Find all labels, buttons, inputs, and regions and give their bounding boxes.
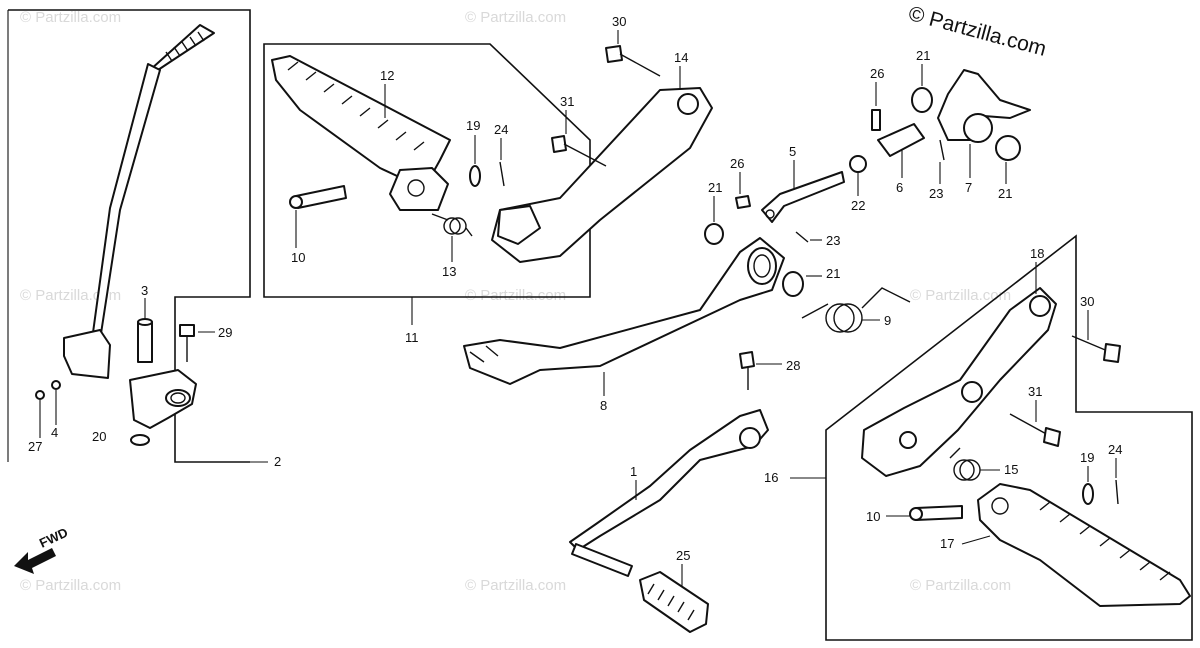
washer-21-brake (704, 223, 804, 297)
bolt-31-left (551, 135, 607, 167)
spring-9 (801, 287, 911, 333)
cotter-23 (795, 139, 945, 243)
callout-21: 21 (708, 180, 722, 195)
bolt-29 (179, 324, 195, 362)
callout-30: 30 (1080, 294, 1094, 309)
callout-3: 3 (141, 283, 148, 298)
callout-18: 18 (1030, 246, 1044, 261)
bolt-28 (739, 351, 755, 390)
step-holder-right (861, 287, 1057, 477)
callout-21: 21 (998, 186, 1012, 201)
bolt-31-right (1009, 413, 1061, 447)
leader-line (961, 535, 991, 545)
callout-25: 25 (676, 548, 690, 563)
group-box-kick-starter (8, 9, 251, 463)
brake-rod-5 (761, 171, 845, 223)
callout-6: 6 (896, 180, 903, 195)
brake-pedal (463, 237, 785, 385)
callout-19: 19 (466, 118, 480, 133)
callout-26: 26 (730, 156, 744, 171)
watermark: © Partzilla.com (910, 577, 1011, 594)
pedal-rubber-25 (639, 571, 709, 633)
callout-9: 9 (884, 313, 891, 328)
callout-29: 29 (218, 325, 232, 340)
pin-26-small (735, 109, 881, 209)
washer-19-right (1082, 483, 1094, 505)
step-holder-left (491, 87, 713, 263)
pin-10-left (289, 185, 347, 209)
callout-2: 2 (274, 454, 281, 469)
callout-23: 23 (826, 233, 840, 248)
callout-30: 30 (612, 14, 626, 29)
watermark: © Partzilla.com (20, 9, 121, 26)
callout-20: 20 (92, 429, 106, 444)
washer-19-left (469, 165, 481, 187)
kick-starter-pivot (35, 318, 197, 446)
callout-8: 8 (600, 398, 607, 413)
footpeg-left (271, 55, 451, 211)
callout-22: 22 (851, 198, 865, 213)
callout-28: 28 (786, 358, 800, 373)
bolt-30-top (605, 45, 661, 77)
callout-24: 24 (494, 122, 508, 137)
spring-15 (949, 447, 981, 481)
watermark: © Partzilla.com (465, 577, 566, 594)
callout-16: 16 (764, 470, 778, 485)
footpeg-right (977, 483, 1191, 607)
callout-23: 23 (929, 186, 943, 201)
bolt-30-right (1071, 335, 1121, 363)
callout-10: 10 (291, 250, 305, 265)
callout-21: 21 (826, 266, 840, 281)
callout-11: 11 (405, 330, 419, 345)
callout-21: 21 (916, 48, 930, 63)
pin-10-right (909, 505, 963, 521)
pivot-collar-7 (911, 69, 1031, 161)
nut-22 (849, 155, 867, 173)
callout-26: 26 (870, 66, 884, 81)
watermark: © Partzilla.com (20, 577, 121, 594)
callout-7: 7 (965, 180, 972, 195)
cotter-24-right (1115, 479, 1119, 505)
callout-14: 14 (674, 50, 688, 65)
callout-10: 10 (866, 509, 880, 524)
spring-13 (431, 213, 473, 237)
fwd-arrow-icon (14, 548, 56, 574)
callout-13: 13 (442, 264, 456, 279)
callout-1: 1 (630, 464, 637, 479)
watermark: © Partzilla.com (465, 9, 566, 26)
clevis-6 (877, 123, 925, 157)
callout-31: 31 (1028, 384, 1042, 399)
callout-12: 12 (380, 68, 394, 83)
group-box-right-step (825, 234, 1193, 641)
callout-5: 5 (789, 144, 796, 159)
watermark: © Partzilla.com (20, 287, 121, 304)
watermark-layer: © Partzilla.com © Partzilla.com © Partzi… (20, 9, 1011, 594)
callout-19: 19 (1080, 450, 1094, 465)
fwd-label: FWD (37, 525, 70, 551)
watermark: © Partzilla.com (910, 287, 1011, 304)
callout-27: 27 (28, 439, 42, 454)
kick-starter-arm (63, 24, 215, 379)
gear-change-pedal (569, 409, 769, 577)
cotter-24-left (499, 161, 505, 187)
callout-31: 31 (560, 94, 574, 109)
callout-15: 15 (1004, 462, 1018, 477)
callout-4: 4 (51, 425, 58, 440)
callout-17: 17 (940, 536, 954, 551)
watermark: © Partzilla.com (465, 287, 566, 304)
callout-24: 24 (1108, 442, 1122, 457)
